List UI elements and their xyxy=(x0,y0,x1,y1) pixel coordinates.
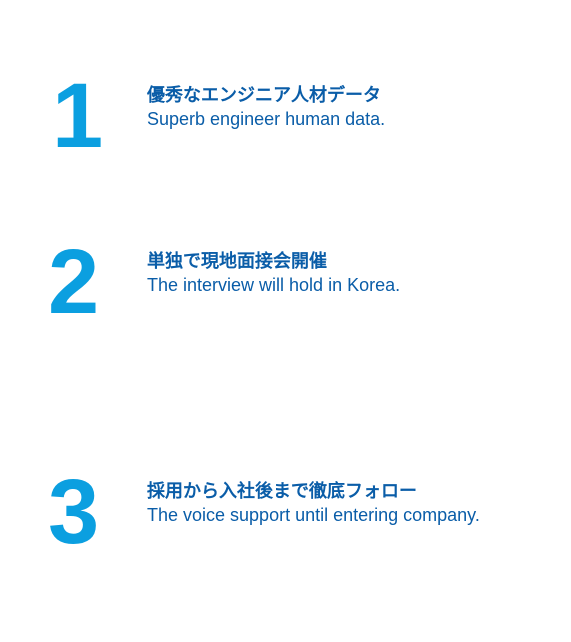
feature-subtitle-en: The interview will hold in Korea. xyxy=(147,275,401,295)
feature-number: 1 xyxy=(52,65,103,167)
feature-text: 採用から入社後まで徹底フォロー The voice support until … xyxy=(147,481,480,527)
feature-subtitle-en: The voice support until entering company… xyxy=(147,505,480,525)
feature-item-3: 3 採用から入社後まで徹底フォロー The voice support unti… xyxy=(0,461,571,563)
feature-title-ja: 優秀なエンジニア人材データ xyxy=(147,85,381,106)
feature-number: 2 xyxy=(48,231,99,333)
feature-subtitle-en: Superb engineer human data. xyxy=(147,109,386,129)
feature-title-ja: 単独で現地面接会開催 xyxy=(147,251,327,272)
feature-text: 優秀なエンジニア人材データ Superb engineer human data… xyxy=(147,85,385,131)
feature-title-ja: 採用から入社後まで徹底フォロー xyxy=(147,481,417,502)
feature-item-1: 1 優秀なエンジニア人材データ Superb engineer human da… xyxy=(0,65,571,167)
feature-item-2: 2 単独で現地面接会開催 The interview will hold in … xyxy=(0,231,571,333)
feature-text: 単独で現地面接会開催 The interview will hold in Ko… xyxy=(147,251,400,297)
feature-number: 3 xyxy=(48,461,99,563)
